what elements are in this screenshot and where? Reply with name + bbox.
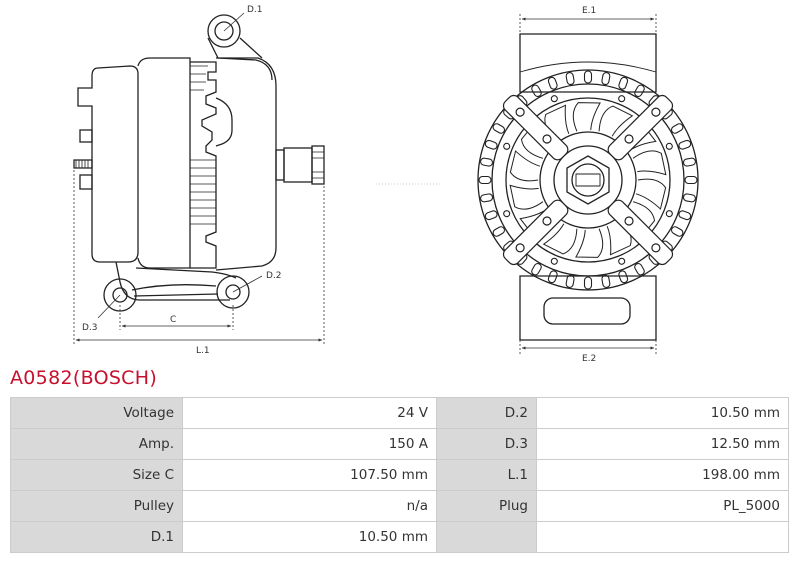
- fan-blade: [632, 150, 667, 176]
- label-d3: D.3: [82, 323, 98, 333]
- spec-row: Amp. 150 A D.3 12.50 mm: [10, 428, 789, 460]
- vent-slot: [484, 139, 498, 150]
- vent-slot: [478, 175, 492, 185]
- vent-slot: [670, 123, 684, 134]
- side-view-dimensions: [73, 12, 325, 346]
- bolt-hole: [503, 142, 511, 150]
- spec-label: Voltage: [10, 397, 183, 429]
- vent-slot: [601, 274, 611, 288]
- label-e2: E.2: [582, 354, 596, 364]
- fan-blade: [598, 105, 634, 137]
- vent-slot: [565, 72, 575, 86]
- fan-blade: [572, 102, 601, 132]
- bolt-hole: [618, 95, 626, 103]
- bolt-hole: [665, 142, 673, 150]
- spec-value: n/a: [182, 490, 437, 522]
- vent-slot: [480, 157, 494, 167]
- spec-table: Voltage 24 V D.2 10.50 mm Amp. 150 A D.3…: [10, 397, 789, 553]
- cross-brace: [607, 94, 674, 161]
- bolt-hole: [503, 210, 511, 218]
- front-view-dimensions: [519, 14, 657, 354]
- spec-label: Amp.: [10, 428, 183, 460]
- spec-value: [536, 521, 789, 553]
- fan-blade: [509, 150, 541, 182]
- vent-slot: [634, 84, 645, 98]
- vent-slot: [565, 274, 575, 288]
- fan-blade: [635, 178, 667, 210]
- vent-slot: [547, 270, 558, 284]
- vent-slot: [547, 76, 558, 90]
- spec-label: Pulley: [10, 490, 183, 522]
- spec-value: 12.50 mm: [536, 428, 789, 460]
- bolt-hole: [665, 210, 673, 218]
- spec-row: Voltage 24 V D.2 10.50 mm: [10, 397, 789, 429]
- spec-label: Plug: [436, 490, 537, 522]
- vent-slot: [492, 226, 506, 237]
- spec-value: 24 V: [182, 397, 437, 429]
- vent-slot: [682, 157, 696, 167]
- bolt-hole: [618, 257, 626, 265]
- vent-slot: [583, 70, 593, 84]
- vent-slot: [634, 262, 645, 276]
- label-l1: L.1: [196, 346, 210, 356]
- vent-slot: [618, 76, 629, 90]
- spec-label: D.1: [10, 521, 183, 553]
- spec-label: [436, 521, 537, 553]
- fan-blade: [509, 184, 544, 210]
- vent-slot: [670, 226, 684, 237]
- vent-slot: [601, 72, 611, 86]
- fan-blade: [575, 228, 604, 258]
- spec-label: D.2: [436, 397, 537, 429]
- technical-drawing: D.1 D.2 D.3 C L.1 E.1 E.2: [73, 5, 699, 364]
- vent-slot: [480, 193, 494, 203]
- bolt-hole: [550, 257, 558, 265]
- spec-value: 10.50 mm: [536, 397, 789, 429]
- cross-brace: [502, 94, 569, 161]
- spec-label: L.1: [436, 459, 537, 491]
- cross-brace: [607, 199, 674, 266]
- vent-slot: [618, 270, 629, 284]
- vent-slot: [583, 276, 593, 290]
- part-title: A0582(BOSCH): [10, 367, 158, 389]
- vent-slot: [678, 139, 692, 150]
- bolt-hole: [550, 95, 558, 103]
- label-d1: D.1: [247, 5, 263, 15]
- side-view: [73, 14, 325, 312]
- spec-row: D.1 10.50 mm: [10, 521, 789, 553]
- label-e1: E.1: [582, 6, 596, 16]
- spec-value: 198.00 mm: [536, 459, 789, 491]
- spec-label: Size C: [10, 459, 183, 491]
- spec-value: 107.50 mm: [182, 459, 437, 491]
- spec-row: Pulley n/a Plug PL_5000: [10, 490, 789, 522]
- vent-slot: [484, 210, 498, 221]
- fan-blade: [542, 223, 578, 255]
- cross-brace: [502, 199, 569, 266]
- vent-slot: [531, 84, 542, 98]
- spec-value: 10.50 mm: [182, 521, 437, 553]
- vent-slot: [684, 175, 698, 185]
- spec-value: PL_5000: [536, 490, 789, 522]
- label-c: C: [170, 315, 176, 325]
- vent-slot: [678, 210, 692, 221]
- vent-slot: [531, 262, 542, 276]
- spec-label: D.3: [436, 428, 537, 460]
- label-d2: D.2: [266, 271, 282, 281]
- spec-row: Size C 107.50 mm L.1 198.00 mm: [10, 459, 789, 491]
- vent-slot: [682, 193, 696, 203]
- cross-braces: [502, 94, 674, 266]
- spec-value: 150 A: [182, 428, 437, 460]
- vent-slot: [492, 123, 506, 134]
